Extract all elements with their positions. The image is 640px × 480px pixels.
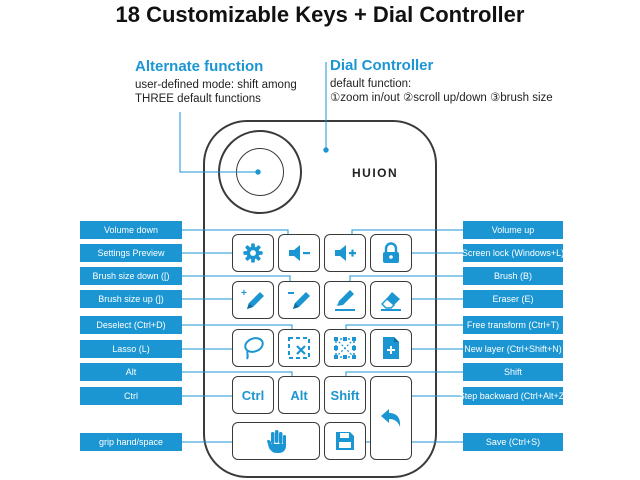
- settings-key[interactable]: [232, 234, 274, 272]
- lock-icon: [383, 242, 399, 263]
- eraser-icon: [381, 292, 401, 311]
- gear-icon: [243, 243, 263, 263]
- new-layer-icon: [383, 337, 399, 359]
- save-key[interactable]: [324, 422, 366, 460]
- save-icon: [336, 432, 354, 450]
- volume-down-key[interactable]: [278, 234, 320, 272]
- label-brush: Brush (B): [463, 267, 563, 285]
- volume-up-icon: [335, 245, 356, 261]
- dial-controller-title: Dial Controller: [330, 57, 434, 74]
- brush-key[interactable]: [324, 281, 366, 319]
- label-shift: Shift: [463, 363, 563, 381]
- new-layer-key[interactable]: [370, 329, 412, 367]
- label-grip-hand: grip hand/space: [80, 433, 182, 451]
- lock-key[interactable]: [370, 234, 412, 272]
- alt-key[interactable]: Alt: [278, 376, 320, 414]
- brush-size-up-key[interactable]: +: [232, 281, 274, 319]
- transform-icon: [334, 337, 356, 359]
- brush-minus-icon: [288, 292, 310, 309]
- label-settings-preview: Settings Preview: [80, 244, 182, 262]
- page-title: 18 Customizable Keys + Dial Controller: [115, 2, 525, 27]
- label-brush-size-down: Brush size down ([): [80, 267, 182, 285]
- brand-logo: HUION: [352, 166, 399, 180]
- label-alt: Alt: [80, 363, 182, 381]
- label-screen-lock: Screen lock (Windows+L): [462, 244, 564, 262]
- alternate-function-desc-1: user-defined mode: shift among: [135, 79, 297, 91]
- deselect-key[interactable]: [278, 329, 320, 367]
- volume-up-key[interactable]: [324, 234, 366, 272]
- ctrl-key[interactable]: Ctrl: [232, 376, 274, 414]
- lasso-icon: [244, 337, 264, 360]
- label-deselect: Deselect (Ctrl+D): [80, 316, 182, 334]
- label-free-transform: Free transform (Ctrl+T): [463, 316, 563, 334]
- label-volume-down: Volume down: [80, 221, 182, 239]
- dial-controller-desc-2: ①zoom in/out ②scroll up/down ③brush size: [330, 92, 553, 104]
- brush-plus-icon: +: [241, 288, 264, 309]
- hand-icon: [267, 430, 286, 453]
- label-save: Save (Ctrl+S): [463, 433, 563, 451]
- grip-hand-key[interactable]: [232, 422, 320, 460]
- alternate-function-title: Alternate function: [135, 58, 264, 75]
- label-volume-up: Volume up: [463, 221, 563, 239]
- undo-arrow-icon: [381, 409, 401, 427]
- lasso-key[interactable]: [232, 329, 274, 367]
- free-transform-key[interactable]: [324, 329, 366, 367]
- shift-key[interactable]: Shift: [324, 376, 366, 414]
- eraser-key[interactable]: [370, 281, 412, 319]
- deselect-icon: [288, 337, 310, 359]
- brush-size-down-key[interactable]: [278, 281, 320, 319]
- svg-text:+: +: [241, 288, 247, 299]
- label-brush-size-up: Brush size up (]): [80, 290, 182, 308]
- label-eraser: Eraser (E): [463, 290, 563, 308]
- dial-controller-desc-1: default function:: [330, 78, 412, 90]
- label-ctrl: Ctrl: [80, 387, 182, 405]
- dial-center-button[interactable]: [236, 148, 284, 196]
- label-new-layer: New layer (Ctrl+Shift+N): [463, 340, 563, 358]
- brush-icon: [335, 290, 355, 311]
- step-backward-key[interactable]: [370, 376, 412, 460]
- label-step-backward: Step backward (Ctrl+Alt+Z): [459, 387, 567, 405]
- alternate-function-desc-2: THREE default functions: [135, 93, 261, 105]
- label-lasso: Lasso (L): [80, 340, 182, 358]
- volume-down-icon: [289, 245, 310, 261]
